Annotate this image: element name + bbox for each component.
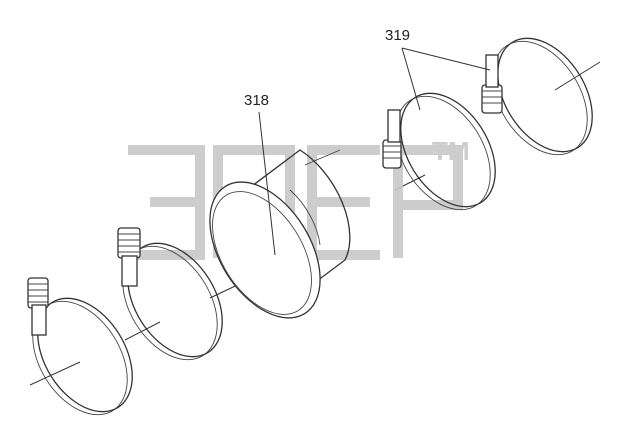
watermark-trademark: TM: [432, 136, 470, 166]
watermark-logo: TM: [128, 136, 470, 260]
clamp-3: [382, 92, 496, 211]
clamp-4: [481, 37, 593, 156]
callout-319: 319: [385, 27, 411, 44]
clamp-2: [117, 227, 223, 361]
callout-318: 318: [244, 92, 270, 109]
clamp-1: [27, 277, 133, 416]
tube-318: [209, 149, 351, 319]
leader-lines: [258, 47, 491, 256]
